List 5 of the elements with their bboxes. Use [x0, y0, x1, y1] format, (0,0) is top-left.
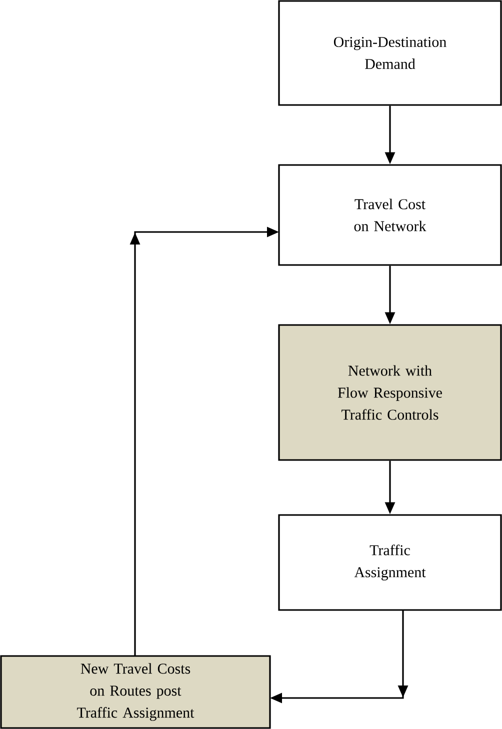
process-box: Traffic Assignment: [278, 514, 502, 611]
process-box: Travel Cost on Network: [278, 164, 502, 266]
process-box: New Travel Costs on Routes post Traffic Assignment: [0, 655, 271, 729]
process-box: Origin-Destination Demand: [278, 0, 502, 106]
process-box: Network with Flow Responsive Traffic Controls: [278, 324, 502, 461]
